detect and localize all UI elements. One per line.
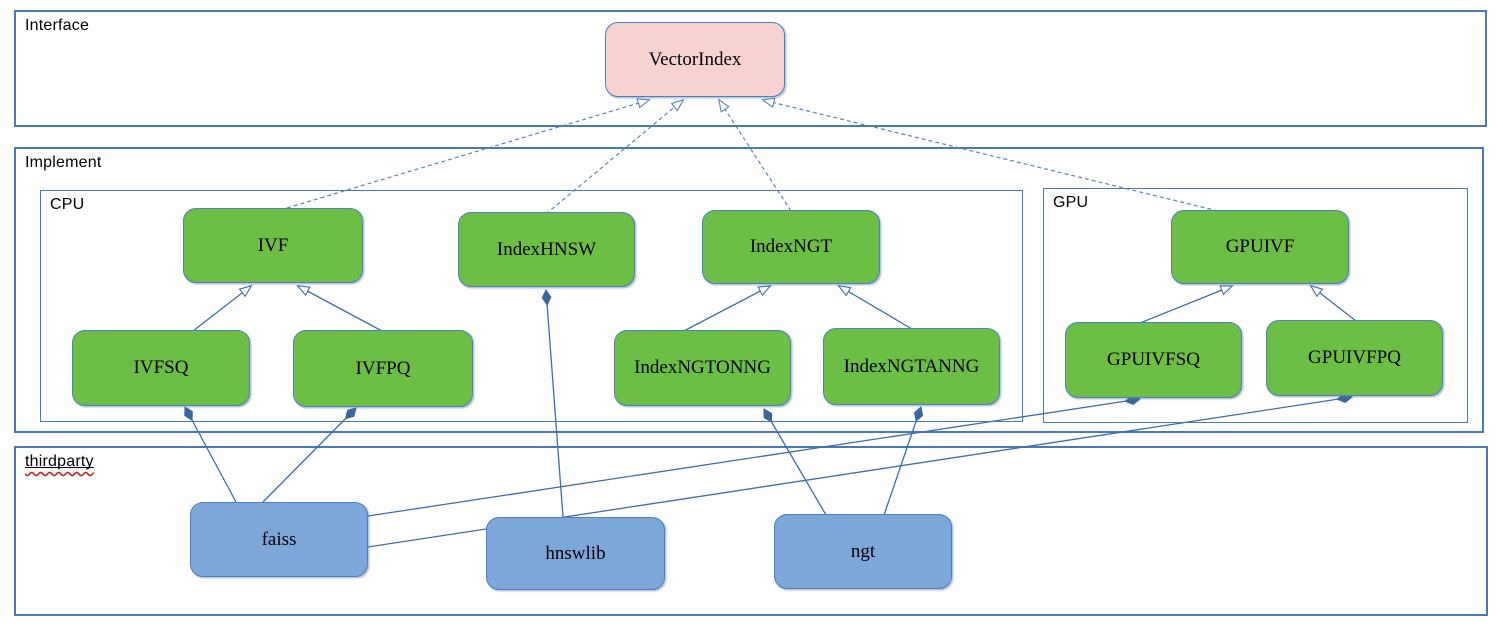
node-vectorindex-label: VectorIndex bbox=[648, 48, 742, 70]
node-indexhnsw[interactable]: IndexHNSW bbox=[458, 212, 635, 287]
node-indexngtanng-label: IndexNGTANNG bbox=[843, 355, 980, 377]
node-indexhnsw-label: IndexHNSW bbox=[496, 238, 597, 260]
spellcheck-underline: thirdparty bbox=[25, 453, 94, 470]
node-indexngt-label: IndexNGT bbox=[749, 236, 833, 257]
node-faiss-label: faiss bbox=[261, 528, 297, 550]
node-ivfpq[interactable]: IVFPQ bbox=[293, 330, 473, 407]
node-ivf[interactable]: IVF bbox=[183, 208, 363, 283]
node-indexngt[interactable]: IndexNGT bbox=[702, 210, 880, 284]
node-ivfpq-label: IVFPQ bbox=[355, 357, 411, 379]
node-hnswlib-label: hnswlib bbox=[545, 542, 606, 564]
group-cpu-label: CPU bbox=[50, 196, 85, 213]
node-gpuivfpq[interactable]: GPUIVFPQ bbox=[1266, 320, 1443, 396]
node-hnswlib[interactable]: hnswlib bbox=[486, 517, 665, 590]
group-thirdparty-label: thirdparty bbox=[25, 453, 94, 471]
node-faiss[interactable]: faiss bbox=[190, 502, 368, 577]
node-gpuivfsq-label: GPUIVFSQ bbox=[1107, 349, 1200, 370]
node-indexngtonng-label: IndexNGTONNG bbox=[634, 357, 771, 378]
node-gpuivf-label: GPUIVF bbox=[1225, 236, 1295, 257]
node-gpuivf[interactable]: GPUIVF bbox=[1171, 210, 1349, 284]
node-vectorindex[interactable]: VectorIndex bbox=[605, 22, 785, 97]
node-gpuivfsq[interactable]: GPUIVFSQ bbox=[1065, 322, 1242, 398]
node-ivfsq-label: IVFSQ bbox=[133, 357, 189, 378]
node-ivfsq[interactable]: IVFSQ bbox=[72, 330, 250, 406]
group-implement-label: Implement bbox=[25, 154, 102, 171]
node-ngt-label: ngt bbox=[850, 540, 876, 562]
node-ivf-label: IVF bbox=[257, 234, 289, 256]
group-gpu-label: GPU bbox=[1053, 194, 1089, 211]
group-interface-label: Interface bbox=[25, 17, 90, 34]
node-ngt[interactable]: ngt bbox=[774, 514, 952, 589]
node-indexngtanng[interactable]: IndexNGTANNG bbox=[823, 328, 1000, 405]
node-indexngtonng[interactable]: IndexNGTONNG bbox=[614, 330, 791, 406]
node-gpuivfpq-label: GPUIVFPQ bbox=[1308, 347, 1401, 368]
